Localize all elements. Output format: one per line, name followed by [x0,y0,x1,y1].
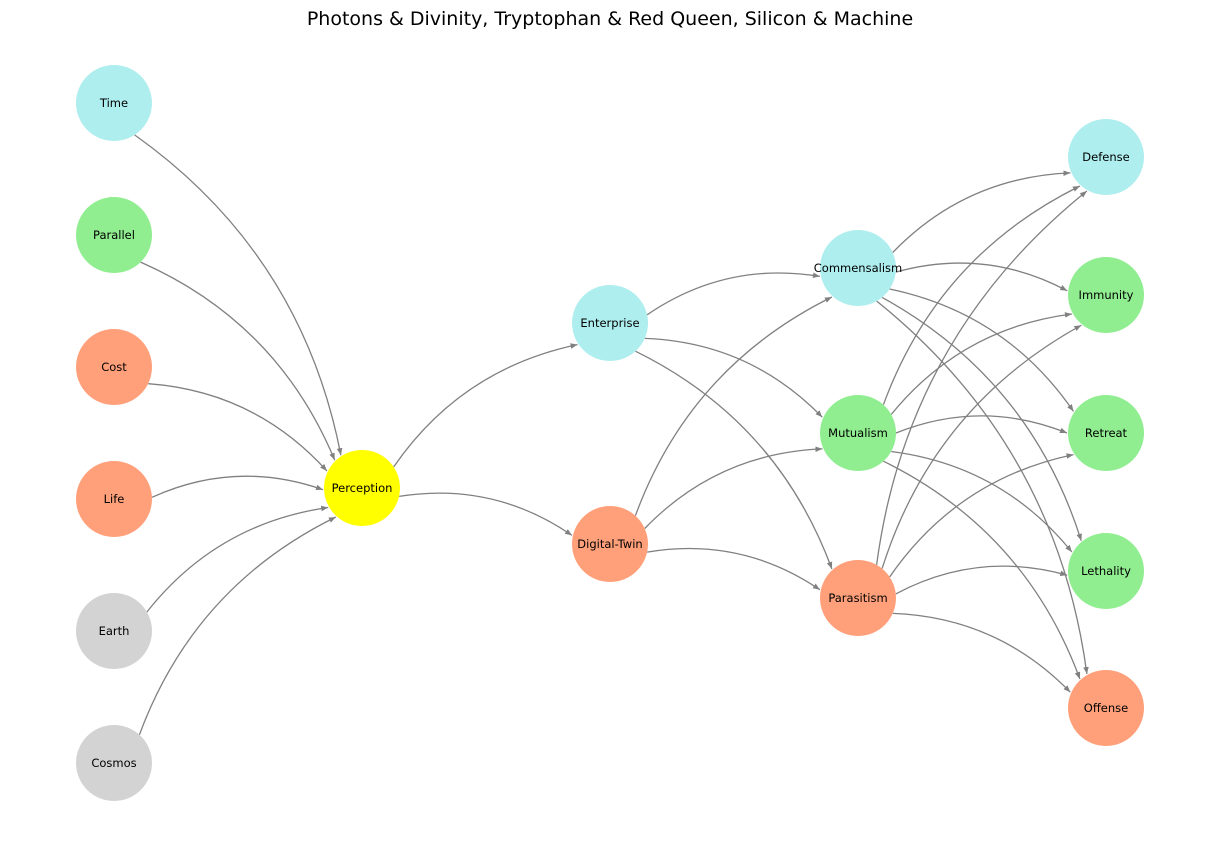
node-mutualism: Mutualism [820,395,896,471]
edge-enterprise-to-mutualism [644,337,823,418]
diagram-title: Photons & Divinity, Tryptophan & Red Que… [307,8,913,30]
node-defense-label: Defense [1082,150,1129,164]
node-cosmos-circle [76,725,152,801]
node-parallel-label: Parallel [93,228,135,242]
edge-enterprise-to-parasitism [635,350,833,570]
node-perception-circle [324,450,400,526]
edge-mutualism-to-immunity [890,312,1072,415]
edge-commensalism-to-lethality [881,296,1082,541]
node-immunity-label: Immunity [1079,288,1134,302]
edge-commensalism-to-offense [876,300,1089,675]
node-parasitism: Parasitism [820,560,896,636]
node-offense-label: Offense [1084,701,1128,715]
node-cost-label: Cost [101,360,127,374]
node-digital-twin-circle [572,506,648,582]
node-offense-circle [1068,670,1144,746]
node-perception-label: Perception [332,481,393,495]
node-earth: Earth [76,593,152,669]
node-defense: Defense [1068,119,1144,195]
edge-cosmos-to-perception [138,516,337,736]
node-parasitism-circle [820,560,896,636]
node-earth-circle [76,593,152,669]
edge-mutualism-to-defense [882,185,1081,405]
node-digital-twin: Digital-Twin [572,506,648,582]
edge-commensalism-to-immunity [895,262,1068,292]
edge-digital-twin-to-commensalism [634,296,833,516]
edge-cost-to-perception [148,383,328,472]
edge-parasitism-to-offense [892,612,1071,693]
node-cost: Cost [76,329,152,405]
node-offense: Offense [1068,670,1144,746]
edge-digital-twin-to-parasitism [646,547,821,591]
node-parallel-circle [76,197,152,273]
node-defense-circle [1068,119,1144,195]
edge-mutualism-to-lethality [891,450,1073,553]
node-commensalism-circle [820,230,896,306]
edge-mutualism-to-offense [883,460,1081,680]
edge-enterprise-to-commensalism [646,272,821,316]
node-enterprise-circle [572,285,648,361]
node-mutualism-circle [820,395,896,471]
edge-perception-to-digital-twin [398,492,573,536]
edge-parasitism-to-retreat [889,453,1074,578]
node-time: Time [76,65,152,141]
node-digital-twin-label: Digital-Twin [577,537,642,551]
node-commensalism: Commensalism [814,230,902,306]
node-retreat-label: Retreat [1085,426,1128,440]
edge-digital-twin-to-mutualism [644,446,823,529]
node-earth-label: Earth [99,624,130,638]
node-time-circle [76,65,152,141]
node-enterprise: Enterprise [572,285,648,361]
edge-layer [134,134,1089,736]
node-immunity-circle [1068,257,1144,333]
edge-commensalism-to-retreat [889,288,1075,412]
node-commensalism-label: Commensalism [814,261,902,275]
edge-parasitism-to-lethality [895,565,1068,595]
node-parallel: Parallel [76,197,152,273]
node-life-circle [76,461,152,537]
edge-commensalism-to-defense [892,170,1071,253]
edge-parasitism-to-defense [875,190,1088,565]
edge-time-to-perception [134,134,343,456]
node-mutualism-label: Mutualism [828,426,888,440]
node-retreat-circle [1068,395,1144,471]
node-time-label: Time [99,96,128,110]
node-lethality: Lethality [1068,533,1144,609]
node-life-label: Life [104,492,125,506]
edge-life-to-perception [151,475,324,498]
node-cosmos-label: Cosmos [91,756,136,770]
node-parasitism-label: Parasitism [828,591,887,605]
edge-earth-to-perception [146,505,329,613]
edge-parasitism-to-immunity [881,324,1082,569]
node-life: Life [76,461,152,537]
node-cost-circle [76,329,152,405]
edge-parallel-to-perception [140,261,336,461]
node-lethality-label: Lethality [1081,564,1131,578]
node-immunity: Immunity [1068,257,1144,333]
edge-mutualism-to-retreat [895,415,1068,434]
edge-perception-to-enterprise [393,343,578,468]
node-enterprise-label: Enterprise [580,316,639,330]
node-retreat: Retreat [1068,395,1144,471]
node-lethality-circle [1068,533,1144,609]
node-cosmos: Cosmos [76,725,152,801]
node-perception: Perception [324,450,400,526]
